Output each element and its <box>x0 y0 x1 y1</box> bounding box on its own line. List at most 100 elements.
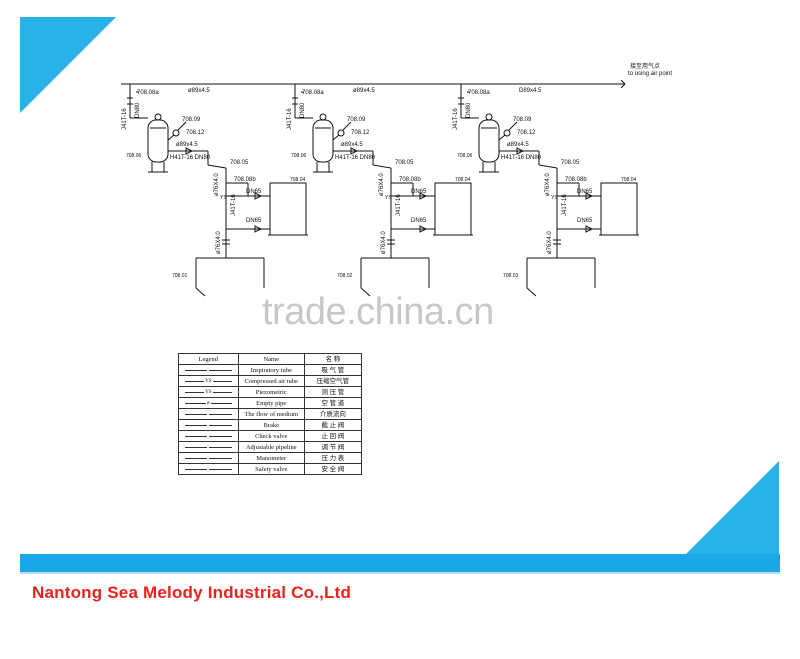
manometer-icon <box>337 129 345 137</box>
tag-708-09-label: 708.09 <box>513 117 532 123</box>
tag-708-05-label: 708.05 <box>561 160 580 166</box>
legend-symbol-cell <box>178 430 239 442</box>
footer-bar-shadow <box>20 572 780 574</box>
legend-cn-cell: 吸 气 管 <box>303 364 363 376</box>
legend-cn-cell: 介质流向 <box>303 408 363 420</box>
dn65-lower-label: DN65 <box>577 218 593 224</box>
legend-name-cell: Inspiratory tube <box>237 364 305 376</box>
air-tank <box>312 119 334 163</box>
dn65-upper-label: DN65 <box>246 189 262 195</box>
legend-symbol-cell <box>178 364 239 376</box>
dn65-lower-label: DN65 <box>246 218 262 224</box>
legend-name-cell: Safety valve <box>237 463 305 475</box>
legend-header-cn: 名 称 <box>303 353 363 365</box>
top-right-label-cn: 接至用气点 <box>630 62 660 70</box>
company-name: Nantong Sea Melody Industrial Co.,Ltd <box>32 583 352 602</box>
watermark-text: trade.china.cn <box>262 291 494 333</box>
outlet-pipe-label: ø89x4.5 <box>176 142 198 148</box>
tag-708-12-label: 708.12 <box>186 130 205 136</box>
air-tank <box>147 119 169 163</box>
legend-cn-cell: 空 管 道 <box>303 397 363 409</box>
legend-cn-cell: 截 止 阀 <box>303 419 363 431</box>
dn65-upper-label: DN65 <box>411 189 427 195</box>
check-valve-icon <box>350 147 359 155</box>
legend-cn-cell: 安 全 阀 <box>303 463 363 475</box>
tag-708-09-label: 708.09 <box>182 117 201 123</box>
legend-symbol-cell: ø <box>178 397 239 409</box>
legend-cn-cell: 压 力 表 <box>303 452 363 464</box>
compressor-box <box>434 182 472 236</box>
vertical-pipe-label: ø76X4.0 <box>545 173 551 196</box>
legend-symbol-text <box>207 412 210 417</box>
legend-header-row: Legend Name 名 称 <box>178 353 363 365</box>
vertical-pipe-label: ø76X4.0 <box>379 173 385 196</box>
outlet-valve-label: H41T-16 DN80 <box>501 155 542 161</box>
manometer-icon <box>172 129 180 137</box>
box-tag-label: 708.04 <box>455 177 471 183</box>
box-tag-label: 708.04 <box>621 177 637 183</box>
valve-dn-label: DN80 <box>300 102 306 118</box>
legend-symbol-cell <box>178 441 239 453</box>
main-pipe-label: ø89x4.5 <box>353 88 375 94</box>
bottom-tag-label: 708.01 <box>172 273 188 279</box>
side-valve-label: J41T-16 <box>396 194 402 216</box>
tank-tag-label: 708.06 <box>457 153 473 159</box>
ys-label: YS <box>551 195 558 201</box>
legend-symbol-cell: YS <box>178 386 239 398</box>
tag-708-09-label: 708.09 <box>347 117 366 123</box>
legend-symbol-text <box>207 423 210 428</box>
vertical-pipe-label: ø76X4.0 <box>214 173 220 196</box>
legend-name-cell: Empty pipe <box>237 397 305 409</box>
ys-label: YS <box>385 195 392 201</box>
tag-708-08b-label: 708.08b <box>399 177 421 183</box>
legend-name-cell: Compressed air tube <box>237 375 305 387</box>
legend-name-cell: Manometer <box>237 452 305 464</box>
legend-name-cell: Brake <box>237 419 305 431</box>
tank-tag-label: 708.06 <box>126 153 142 159</box>
legend-symbol-text: YS <box>204 379 213 384</box>
tag-708-12-label: 708.12 <box>517 130 536 136</box>
legend-symbol-text: ø <box>206 401 211 406</box>
legend-symbol-text <box>207 368 210 373</box>
valve-dn-label: DN80 <box>135 102 141 118</box>
ys-label: YS <box>220 195 227 201</box>
down-pipe-label: ø76X4.0 <box>381 231 387 254</box>
corner-triangle-bottom-right <box>686 461 779 554</box>
legend-cn-cell: 压缩空气管 <box>303 375 363 387</box>
valve-model-label: J41T-16 <box>453 108 459 130</box>
check-valve-icon <box>516 147 525 155</box>
outlet-valve-label: H41T-16 DN80 <box>170 155 211 161</box>
legend-symbol-text <box>207 445 210 450</box>
valve-dn-label: DN80 <box>466 102 472 118</box>
legend-name-cell: Check valve <box>237 430 305 442</box>
valve-tag-label: 708.08a <box>137 90 159 96</box>
legend-symbol-text: YS <box>204 390 213 395</box>
top-right-label: to using air point <box>628 71 672 77</box>
tag-708-08b-label: 708.08b <box>565 177 587 183</box>
dn65-lower-label: DN65 <box>411 218 427 224</box>
valve-tag-label: 708.08a <box>468 90 490 96</box>
legend-header-name: Name <box>237 353 305 365</box>
valve-model-label: J41T-16 <box>287 108 293 130</box>
main-pipe-label: D89x4.5 <box>519 88 542 94</box>
legend-name-cell: Adjustable pipeline <box>237 441 305 453</box>
dn65-upper-label: DN65 <box>577 189 593 195</box>
bottom-tag-label: 708.03 <box>503 273 519 279</box>
bottom-tag-label: 708.02 <box>337 273 353 279</box>
compressor-box <box>269 182 307 236</box>
valve-model-label: J41T-16 <box>122 108 128 130</box>
legend-cn-cell: 测 压 管 <box>303 386 363 398</box>
